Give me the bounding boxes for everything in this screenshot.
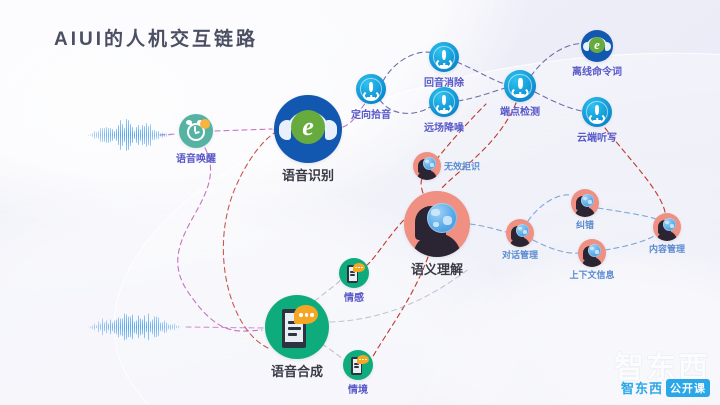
link-nlu-to-dialog <box>469 223 507 233</box>
link-endpoint-to-cloud <box>534 91 583 112</box>
node-label: 纠错 <box>575 220 595 230</box>
link-return-to-tts <box>329 267 471 323</box>
alarm-clock-icon <box>179 114 213 148</box>
node-farfield-denoise[interactable]: 远场降噪 <box>424 87 464 134</box>
node-label: 上下文信息 <box>569 270 615 280</box>
node-label: 语音识别 <box>281 168 335 183</box>
link-endpoint-to-offline <box>530 43 583 77</box>
microphone-icon <box>429 42 459 72</box>
node-label: 对话管理 <box>501 250 539 260</box>
watermark-bar: 智东西 公开课 <box>614 378 710 397</box>
link-nlu-to-reject <box>420 178 424 194</box>
node-emotion[interactable]: 情感 <box>339 258 369 304</box>
phone-bubble-icon <box>339 258 369 288</box>
link-echo-to-endpoint <box>456 61 506 85</box>
link-nlu-to-tts <box>371 256 429 359</box>
node-voice-wakeup[interactable]: 语音唤醒 <box>176 114 216 165</box>
microphone-icon <box>504 70 536 102</box>
head-globe-icon <box>653 213 681 241</box>
node-label: 定向拾音 <box>351 110 391 121</box>
head-globe-icon <box>571 189 599 217</box>
microphone-icon <box>356 74 386 104</box>
node-context-information[interactable]: 上下文信息 <box>569 239 615 280</box>
page-title: AIUI的人机交互链路 <box>54 29 259 50</box>
link-nlu-to-emotion <box>365 213 411 267</box>
node-content-management[interactable]: 内容管理 <box>649 213 685 254</box>
phone-bubble-icon <box>343 350 373 380</box>
node-semantic-understanding[interactable]: 语义理解 <box>404 191 470 277</box>
node-label: 情境 <box>348 385 368 396</box>
node-label: 无效拒识 <box>444 161 481 172</box>
head-globe-icon <box>404 191 470 257</box>
node-label: 语音唤醒 <box>176 154 216 165</box>
node-error-correction[interactable]: 纠错 <box>571 189 599 230</box>
link-directional-to-farfield <box>379 99 431 114</box>
link-wake-down-to-tts <box>177 147 263 332</box>
watermark-brand-name: 智东西 <box>620 381 663 396</box>
link-endpoint-to-nlu <box>439 102 517 191</box>
node-directional-pickup[interactable]: 定向拾音 <box>351 74 391 121</box>
link-farfield-to-endpoint <box>457 87 506 102</box>
node-label: 回音消除 <box>424 78 464 89</box>
watermark-badge: 公开课 <box>666 378 710 397</box>
node-offline-command[interactable]: e 离线命令词 <box>572 30 622 78</box>
node-endpoint-detection[interactable]: 端点检测 <box>500 70 540 118</box>
head-globe-icon <box>578 239 606 267</box>
node-label: 语义理解 <box>410 262 464 277</box>
phone-bubble-icon <box>265 295 329 359</box>
link-dialog-to-correction <box>527 194 573 222</box>
node-cloud-dictation[interactable]: 云端听写 <box>577 97 617 144</box>
output-waveform <box>88 313 181 341</box>
node-label: 内容管理 <box>648 244 686 254</box>
link-tts-to-situation <box>321 343 345 361</box>
watermark: 智东西 智东西 公开课 <box>614 354 710 397</box>
e-headphone-icon: e <box>274 95 342 163</box>
link-reject-up <box>435 103 487 161</box>
node-label: 离线命令词 <box>572 67 622 78</box>
node-invalid-rejection[interactable]: 无效拒识 <box>413 152 480 180</box>
head-globe-icon <box>506 219 534 247</box>
microphone-icon <box>582 97 612 127</box>
link-cloud-to-content <box>604 127 666 213</box>
node-label: 云端听写 <box>577 133 617 144</box>
microphone-icon <box>429 87 459 117</box>
node-speech-synthesis[interactable]: 语音合成 <box>265 295 329 379</box>
link-correction-to-content <box>597 207 657 220</box>
node-label: 语音合成 <box>270 364 324 379</box>
link-tts-to-emotion <box>314 277 342 302</box>
node-label: 情感 <box>344 293 364 304</box>
node-label: 远场降噪 <box>424 123 464 134</box>
node-echo-cancellation[interactable]: 回音消除 <box>424 42 464 89</box>
link-outwave-to-tts <box>185 326 265 329</box>
e-headphone-icon: e <box>581 30 613 62</box>
node-label: 端点检测 <box>500 107 540 118</box>
head-globe-icon <box>413 152 441 180</box>
input-waveform <box>88 119 171 151</box>
node-situation[interactable]: 情境 <box>343 350 373 396</box>
link-directional-to-echo <box>382 51 433 82</box>
link-wake-to-asr <box>214 128 273 132</box>
node-speech-recognition[interactable]: e 语音识别 <box>274 95 342 183</box>
node-dialog-management[interactable]: 对话管理 <box>502 219 538 260</box>
link-dialog-to-context <box>532 239 579 254</box>
